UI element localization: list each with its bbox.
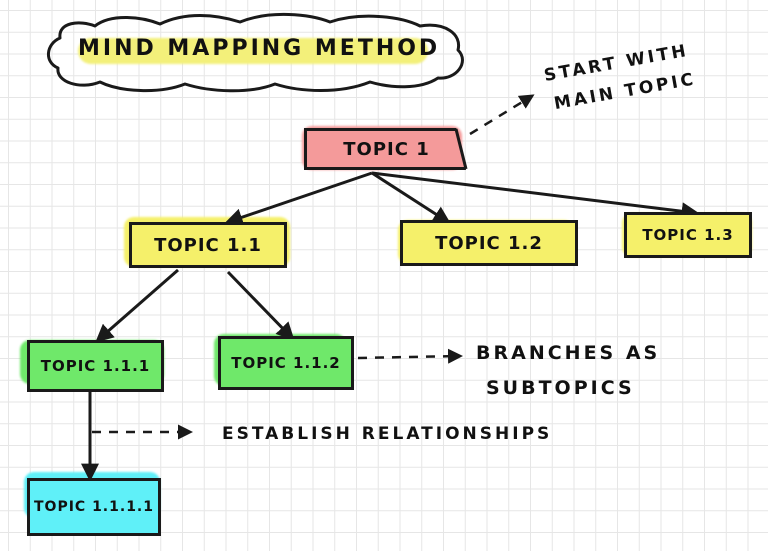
note-branches-line1: BRANCHES AS: [476, 342, 661, 364]
node-label: TOPIC 1: [343, 138, 430, 160]
node-label: TOPIC 1.1.2: [231, 354, 341, 372]
note-relationships: ESTABLISH RELATIONSHIPS: [222, 424, 553, 444]
node-topic-1-1-1[interactable]: TOPIC 1.1.1: [27, 340, 164, 392]
node-label: TOPIC 1.2: [435, 232, 543, 254]
node-topic-1-1-1-1[interactable]: TOPIC 1.1.1.1: [27, 478, 161, 536]
node-label: TOPIC 1.1.1.1: [34, 499, 154, 515]
node-topic-1-2[interactable]: TOPIC 1.2: [400, 220, 578, 266]
page-title: MIND MAPPING METHOD: [78, 36, 441, 61]
node-topic-1-1[interactable]: TOPIC 1.1: [129, 222, 287, 268]
node-label: TOPIC 1.1: [154, 234, 262, 256]
note-branches-line2: SUBTOPICS: [486, 377, 635, 399]
node-topic-1-3[interactable]: TOPIC 1.3: [624, 212, 752, 258]
node-label: TOPIC 1.1.1: [40, 357, 151, 375]
node-topic-1-1-2[interactable]: TOPIC 1.1.2: [218, 336, 354, 390]
node-topic-1[interactable]: TOPIC 1: [304, 128, 466, 170]
node-label: TOPIC 1.3: [642, 226, 734, 244]
